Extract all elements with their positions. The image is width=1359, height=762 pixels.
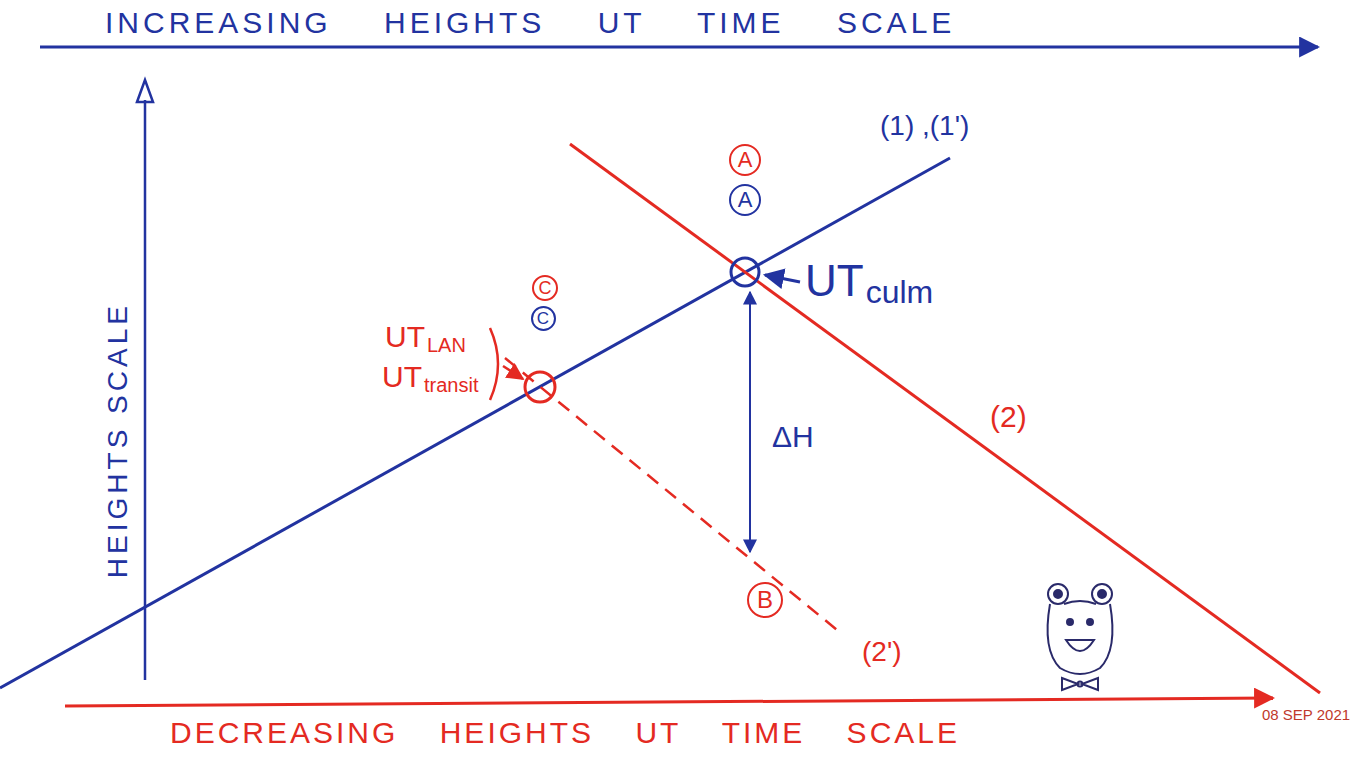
time-axis-top [40,46,1318,49]
circled-letter: A [729,184,761,216]
heights-axis [144,100,147,680]
subscript: transit [424,374,478,397]
circled-letter: A [729,144,761,176]
node-letter: C [537,310,549,327]
culmination-point [731,258,759,286]
time-label: UT [805,256,864,307]
line-number: (2) [990,400,1027,435]
bracket [490,328,498,400]
delta-h-arrow [749,292,751,552]
node-letter: A [738,189,753,211]
node-letter: C [539,279,552,297]
circled-letter: C [531,306,556,331]
subscript: culm [866,274,934,311]
node-letter: A [738,149,753,171]
decreasing-line [570,144,1320,693]
time-label: UT [382,360,422,395]
time-axis-bottom [65,698,1273,706]
pointer-arrow [765,275,800,282]
dimension-label: ΔH [772,420,814,455]
node-letter: B [757,588,773,612]
line-number: (2') [862,636,902,668]
dashed-decreasing-line [505,358,842,634]
line-number: (1) ,(1') [880,110,969,142]
subscript: LAN [427,334,466,357]
axis-title: DECREASING HEIGHTS UT TIME SCALE [170,716,960,751]
time-label: UT [385,320,425,355]
increasing-line [0,158,950,688]
axis-title: HEIGHTS SCALE [102,302,134,578]
circled-letter: B [747,582,783,618]
date-note: 08 SEP 2021 [1262,706,1350,723]
circled-letter: C [532,275,558,301]
axis-arrowhead [137,80,153,102]
axis-title: INCREASING HEIGHTS UT TIME SCALE [105,6,955,41]
pointer-arrow [503,366,523,379]
transit-point [525,372,555,402]
bear-doodle [1048,584,1113,690]
